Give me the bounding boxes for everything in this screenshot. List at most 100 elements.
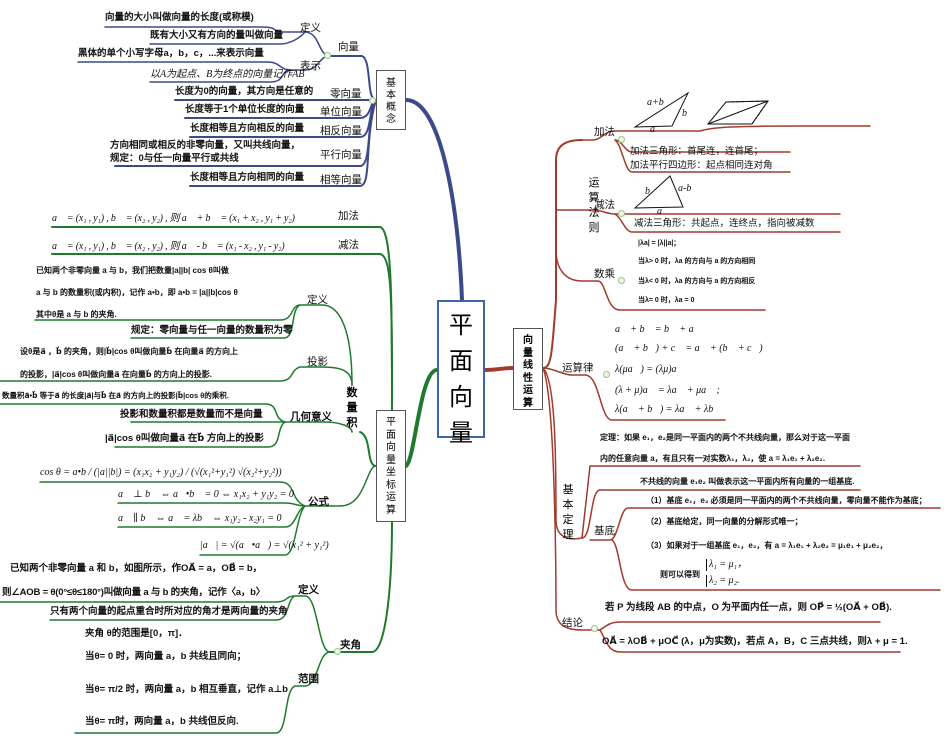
coord-add-label[interactable]: 加法	[338, 210, 359, 222]
theorem-1: 定理：如果 e₁，e₂是同一平面内的两个不共线向量，那么对于这一平面	[600, 433, 850, 442]
unit-vector-label[interactable]: 单位向量	[320, 106, 362, 118]
dot-definition-rule: 规定：零向量与任一向量的数量积为零	[131, 325, 293, 336]
scalar-1: |λa| = |λ||a|；	[638, 240, 681, 247]
scalar-4: 当λ= 0 时，λa = 0	[638, 297, 695, 304]
basic-concepts-node[interactable]: 基本概念	[376, 70, 406, 130]
projection-1: 设θ是a⃗ ，b⃗ 的夹角，则|b⃗|cos θ叫做向量b⃗ 在向量a⃗ 的方向…	[20, 347, 238, 356]
formula-parallel: a⃗ ∥ b⃗ ⇔ a⃗ = λb⃗ ⇔ x₁y₂ - x₂y₁ = 0	[118, 513, 282, 524]
law-5: λ(a⃗ + b⃗) = λa⃗ + λb⃗	[615, 404, 722, 415]
scalar-3: 当λ< 0 时，λa 的方向与 a 的方向相反	[638, 278, 756, 285]
theorem-2: 内的任意向量 a，有且只有一对实数λ₁，λ₂，使 a = λ₁e₁ + λ₂e₂…	[600, 454, 826, 463]
angle-range-4: 当θ= π时，两向量 a，b 共线但反向.	[85, 716, 239, 727]
angle-range-2: 当θ= 0 时，两向量 a，b 共线且同向；	[85, 651, 247, 662]
basis-item-2: （2）基底给定，同一向量的分解形式唯一；	[646, 517, 803, 526]
vector-notation-1: 黑体的单个小写字母a，b，c，...来表示向量	[78, 48, 264, 59]
angle-range-3: 当θ= π/2 时，两向量 a，b 相互垂直，记作 a⊥b	[85, 684, 288, 695]
equal-vector-text: 长度相等且方向相同的向量	[190, 172, 305, 183]
dot-definition-3: 其中θ是 a 与 b 的夹角.	[36, 310, 117, 319]
laws-label[interactable]: 运算律	[562, 362, 594, 374]
conclusion-1: 若 P 为线段 AB 的中点，O 为平面内任一点，则 OP⃗ = ½(OA⃗ +…	[605, 602, 892, 613]
vector-definition-1: 向量的大小叫做向量的长度(或称模)	[105, 12, 254, 23]
basis-item-3: （3）如果对于一组基底 e₁，e₂，有 a = λ₁e₁ + λ₂e₂ = μ₁…	[646, 541, 888, 550]
equal-vector-label[interactable]: 相等向量	[320, 174, 362, 186]
parallel-vector-text-2: 规定：0与任一向量平行或共线	[110, 153, 239, 164]
sub-fig-b: b	[645, 186, 650, 197]
sub-fig-diff: a-b	[678, 183, 692, 194]
projection-label[interactable]: 投影	[307, 356, 328, 368]
add-fig-a: a	[650, 124, 655, 135]
coord-sub-text: a⃗ = (x₁ , y₁) , b⃗ = (x₂ , y₂) , 则 a⃗ -…	[52, 241, 285, 252]
toggle-conclusion[interactable]	[591, 625, 598, 632]
vector-definition-label[interactable]: 定义	[300, 22, 321, 34]
vector-notation-label[interactable]: 表示	[300, 60, 321, 72]
conclusion-label[interactable]: 结论	[562, 617, 583, 629]
basis-label[interactable]: 基底	[594, 525, 615, 537]
formula-perpendicular: a⃗ ⊥ b⃗ ⇔ a⃗•b⃗ = 0 ⇔ x₁x₂ + y₁y₂ = 0	[118, 489, 294, 500]
parallel-vector-label[interactable]: 平行向量	[320, 149, 362, 161]
toggle-basic[interactable]	[369, 97, 376, 104]
angle-definition-2: 则∠AOB = θ(0°≤θ≤180°)叫做向量 a 与 b 的夹角，记作〈a，…	[2, 587, 266, 598]
projection-2: 的投影，|a⃗|cos θ叫做向量a⃗ 在向量b⃗ 的方向上的投影.	[20, 370, 212, 379]
toggle-laws[interactable]	[603, 371, 610, 378]
basis-case-2: λ₂ = μ₂.	[706, 575, 740, 587]
add-rule-1: 加法三角形：首尾连，连首尾；	[630, 146, 764, 157]
rule-sub-label[interactable]: 减法	[594, 199, 615, 211]
vector-definition-2: 既有大小又有方向的量叫做向量	[150, 30, 284, 41]
law-4: (λ + μ)a⃗ = λa⃗ + μa⃗ ;	[615, 385, 720, 396]
law-2: (a⃗ + b⃗) + c⃗ = a⃗ + (b⃗ + c⃗)	[615, 343, 763, 354]
angle-definition-label[interactable]: 定义	[298, 584, 319, 596]
unit-vector-text: 长度等于1个单位长度的向量	[185, 104, 305, 115]
rule-scalar-label[interactable]: 数乘	[594, 268, 615, 280]
parallel-vector-text-1: 方向相同或相反的非零向量，又叫共线向量，	[110, 140, 301, 151]
basis-definition: 不共线的向量 e₁e₂ 叫做表示这一平面内所有向量的一组基底.	[640, 477, 855, 486]
add-fig-b: b	[682, 108, 687, 119]
dot-definition-1: 已知两个非零向量 a 与 b，我们把数量|a||b| cos θ叫做	[36, 266, 229, 275]
toggle-angle[interactable]	[334, 648, 341, 655]
sub-rule: 减法三角形：共起点，连终点，指向被减数	[634, 218, 815, 229]
angle-range-1: 夹角 θ的范围是[0，π]．	[85, 628, 188, 639]
toggle-add[interactable]	[618, 136, 625, 143]
operation-rules-label[interactable]: 运算法则	[588, 177, 600, 234]
center-node[interactable]: 平面向量	[437, 300, 485, 447]
dot-definition-2: a 与 b 的数量积(或内积)，记作 a•b，即 a•b = |a||b|cos…	[36, 288, 238, 297]
coord-sub-label[interactable]: 减法	[338, 239, 359, 251]
zero-vector-text: 长度为0的向量，其方向是任意的	[175, 86, 314, 97]
formula-cos: cos θ = a•b / (|a||b|) = (x₁x₂ + y₁y₂) /…	[40, 467, 282, 478]
toggle-vector[interactable]	[324, 52, 331, 59]
basis-then: 则可以得到	[660, 570, 700, 579]
formula-magnitude: |a⃗| = √(a⃗•a⃗) = √(x₁² + y₁²)	[200, 540, 329, 551]
angle-definition-3: 只有两个向量的起点重合时所对应的角才是两向量的夹角	[50, 606, 288, 617]
zero-vector-label[interactable]: 零向量	[330, 88, 362, 100]
geometric-meaning-1: 数量积a⃗•b⃗ 等于a⃗ 的长度|a⃗|与b⃗ 在a⃗ 的方向上的投影|b⃗|…	[2, 391, 229, 400]
opposite-vector-label[interactable]: 相反向量	[320, 125, 362, 137]
geometric-meaning-label[interactable]: 几何意义	[290, 411, 332, 423]
dot-definition-label[interactable]: 定义	[307, 294, 328, 306]
basis-case-1: λ₁ = μ₁，	[706, 559, 747, 571]
coord-add-text: a⃗ = (x₁ , y₁) , b⃗ = (x₂ , y₂) , 则 a⃗ +…	[52, 213, 295, 224]
linear-operations-node[interactable]: 向量线性运算	[513, 328, 543, 410]
opposite-vector-text: 长度相等且方向相反的向量	[190, 123, 305, 134]
rule-add-label[interactable]: 加法	[594, 126, 615, 138]
conclusion-2: OA⃗ = λOB⃗ + μOC⃗ (λ，μ为实数)，若点 A，B，C 三点共线…	[602, 636, 908, 647]
angle-label[interactable]: 夹角	[340, 639, 361, 651]
geometric-meaning-2: 投影和数量积都是数量而不是向量	[120, 409, 263, 420]
sub-fig-a: a	[657, 206, 662, 217]
add-fig-sum: a+b	[647, 97, 664, 108]
add-rule-2: 加法平行四边形：起点相同连对角	[630, 160, 773, 171]
basis-item-1: （1）基底 e₁，e₂ 必须是同一平面内的两个不共线向量，零向量不能作为基底；	[646, 496, 927, 505]
scalar-2: 当λ> 0 时，λa 的方向与 a 的方向相同	[638, 258, 756, 265]
dot-product-label[interactable]: 数量积	[346, 387, 358, 429]
toggle-scalar[interactable]	[618, 277, 625, 284]
geometric-meaning-3: |a⃗|cos θ叫做向量a⃗ 在b⃗ 方向上的投影	[105, 433, 264, 444]
vector-label[interactable]: 向量	[338, 41, 359, 53]
toggle-sub[interactable]	[618, 210, 625, 217]
vector-notation-2: 以A为起点、B为终点的向量记作AB⃗	[150, 69, 313, 80]
formula-label[interactable]: 公式	[308, 496, 329, 508]
theorem-label[interactable]: 基本定理	[562, 484, 574, 541]
angle-definition-1: 已知两个非零向量 a 和 b，如图所示，作OA⃗ = a，OB⃗ = b，	[10, 563, 263, 574]
law-3: λ(μa⃗) = (λμ)a⃗	[615, 364, 685, 375]
angle-range-label[interactable]: 范围	[298, 673, 319, 685]
coordinate-operations-node[interactable]: 平面向量坐标运算	[376, 410, 406, 522]
